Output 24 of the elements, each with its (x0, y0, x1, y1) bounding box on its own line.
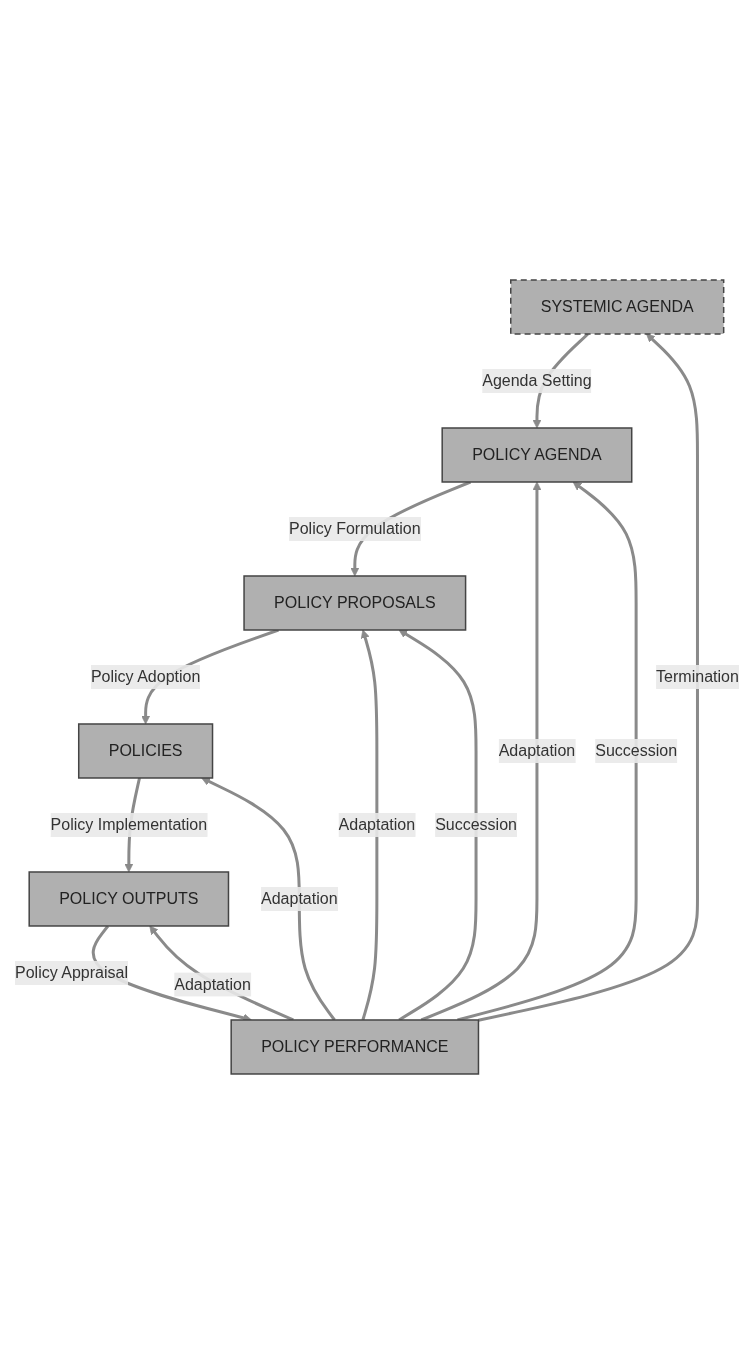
node-box: POLICY PERFORMANCE (230, 1018, 480, 1075)
arrow (398, 629, 478, 1021)
edge-label: Succession (435, 815, 518, 833)
edge-label: Adaptation (338, 815, 416, 833)
node-box: POLICIES (78, 722, 214, 779)
node-box: POLICY AGENDA (441, 426, 633, 483)
edge-label: Adaptation (261, 889, 338, 907)
edge-label: Succession (595, 741, 678, 759)
edge-label: Policy Implementation (50, 815, 208, 833)
edge-label: Policy Appraisal (15, 963, 129, 981)
edge-label: Agenda Setting (482, 371, 592, 389)
arrow (361, 629, 379, 1020)
arrow (201, 776, 336, 1021)
edge-label: Adaptation (498, 741, 576, 759)
arrow (149, 925, 294, 1021)
node-box: POLICY OUTPUTS (28, 870, 230, 927)
edge-label: Policy Adoption (91, 667, 201, 685)
edge-label: Policy Formulation (289, 519, 421, 537)
node-box: SYSTEMIC AGENDA (510, 278, 725, 335)
arrow (420, 481, 542, 1021)
arrow (457, 481, 638, 1021)
edge-label: Termination (656, 667, 739, 685)
node-box: POLICY PROPOSALS (243, 574, 467, 631)
edge-label: Adaptation (174, 975, 251, 993)
